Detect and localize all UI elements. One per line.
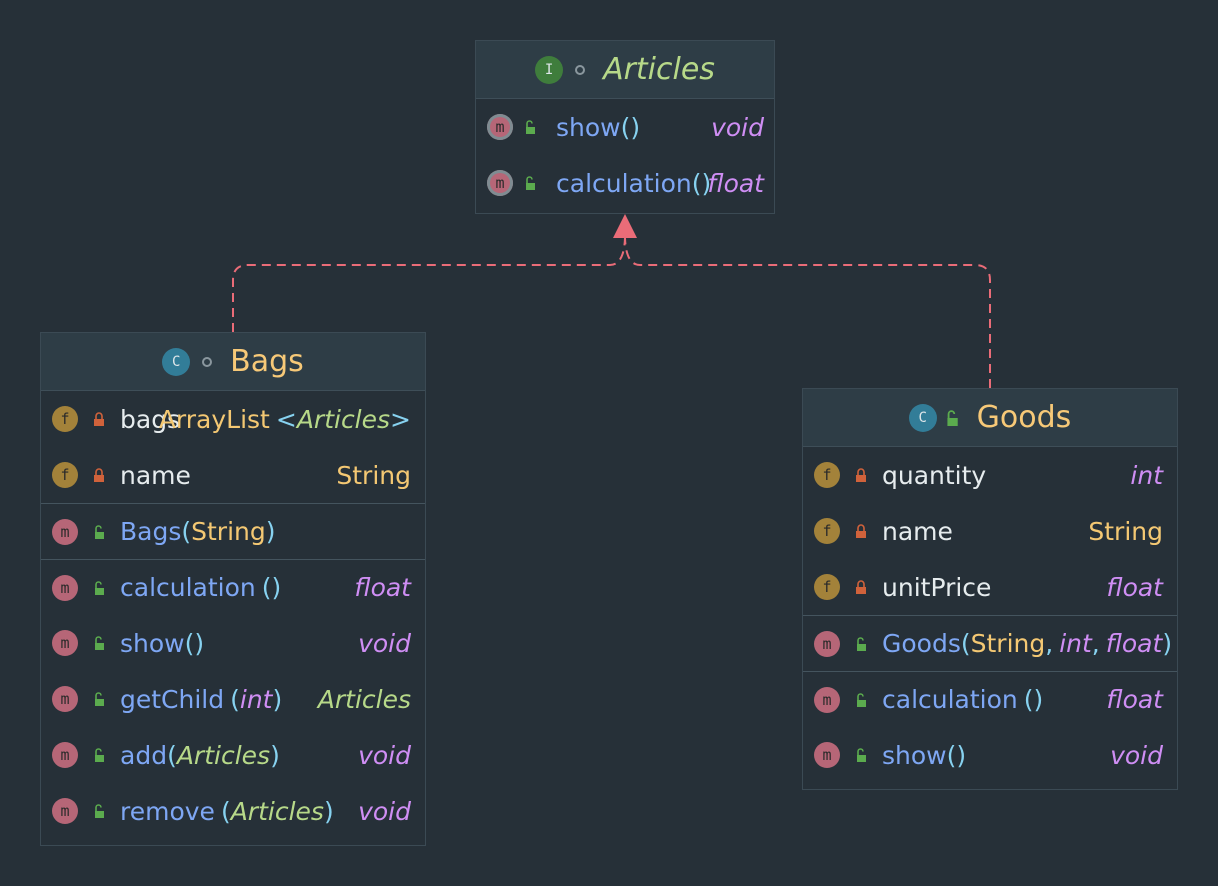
- field-name: unitPrice: [882, 572, 992, 602]
- goods-header: C Goods: [803, 389, 1177, 447]
- goods-field-name[interactable]: f name String: [803, 503, 1177, 559]
- field-icon: f: [814, 574, 840, 600]
- goods-class-box[interactable]: C Goods f quantity int f name String f u…: [802, 388, 1178, 790]
- private-lock-icon: [856, 524, 866, 538]
- bags-method-show[interactable]: m show() void: [41, 615, 425, 671]
- method-name: calculation(): [882, 685, 1044, 714]
- field-type: String: [1088, 516, 1163, 546]
- return-type: void: [358, 796, 411, 826]
- goods-method-show[interactable]: m show() void: [803, 727, 1177, 783]
- bags-field-name[interactable]: f name String: [41, 447, 425, 503]
- field-name: name: [882, 516, 953, 546]
- abstract-method-icon: m: [487, 170, 513, 196]
- public-unlock-icon: [526, 120, 535, 134]
- goods-realization-edge: [624, 237, 991, 388]
- bags-constructor[interactable]: m Bags(String): [41, 503, 425, 559]
- public-unlock-icon: [95, 692, 104, 706]
- public-unlock-icon: [95, 748, 104, 762]
- articles-method-calculation[interactable]: m calculation() float: [476, 155, 774, 211]
- realization-arrowhead: [613, 214, 637, 238]
- method-icon: m: [52, 798, 78, 824]
- class-icon: C: [908, 403, 937, 432]
- private-lock-icon: [856, 580, 866, 594]
- private-lock-icon: [94, 468, 104, 482]
- goods-constructor[interactable]: m Goods(String,int,float): [803, 615, 1177, 671]
- public-unlock-icon: [95, 524, 104, 539]
- bags-field-bags[interactable]: f bags ArrayList<Articles>: [41, 391, 425, 447]
- public-unlock-icon: [95, 804, 104, 818]
- goods-field-quantity[interactable]: f quantity int: [803, 447, 1177, 503]
- field-name: bags: [120, 404, 181, 434]
- private-lock-icon: [856, 468, 866, 482]
- bags-method-add[interactable]: m add(Articles) void: [41, 727, 425, 783]
- public-unlock-icon: [95, 636, 104, 650]
- return-type: void: [358, 740, 411, 770]
- method-name: show(): [882, 740, 967, 770]
- articles-title: Articles: [603, 52, 715, 87]
- field-icon: f: [52, 406, 78, 432]
- public-unlock-icon: [857, 748, 866, 762]
- bags-method-remove[interactable]: m remove(Articles) void: [41, 783, 425, 839]
- return-type: float: [354, 573, 411, 602]
- method-name: calculation(): [556, 168, 712, 198]
- method-icon: m: [52, 630, 78, 656]
- bags-method-calculation[interactable]: m calculation() float: [41, 559, 425, 615]
- field-name: name: [120, 460, 191, 490]
- articles-header: I Articles: [476, 41, 774, 99]
- method-name: add(Articles): [120, 740, 280, 770]
- method-name: calculation(): [120, 573, 282, 602]
- method-icon: m: [52, 686, 78, 712]
- return-type: void: [711, 112, 764, 142]
- return-type: float: [707, 168, 764, 198]
- method-icon: m: [814, 630, 840, 657]
- interface-icon: I: [535, 55, 564, 84]
- method-name: show(): [120, 628, 205, 658]
- constructor-signature: Bags(String): [120, 517, 276, 546]
- field-type: int: [1130, 460, 1163, 490]
- field-icon: f: [52, 462, 78, 488]
- method-name: getChild(int): [120, 684, 283, 714]
- method-name: remove(Articles): [120, 796, 334, 826]
- return-type: void: [358, 628, 411, 658]
- method-name: show(): [556, 112, 641, 142]
- public-unlock-icon: [947, 409, 958, 426]
- public-unlock-icon: [857, 636, 866, 651]
- field-name: quantity: [882, 460, 987, 490]
- private-lock-icon: [94, 412, 104, 426]
- goods-field-unitprice[interactable]: f unitPrice float: [803, 559, 1177, 615]
- bags-header: C Bags: [41, 333, 425, 391]
- goods-method-calculation[interactable]: m calculation() float: [803, 671, 1177, 727]
- bags-method-getchild[interactable]: m getChild(int) Articles: [41, 671, 425, 727]
- method-icon: m: [814, 686, 840, 713]
- method-icon: m: [52, 518, 78, 545]
- public-unlock-icon: [95, 580, 104, 595]
- bags-realization-edge: [232, 237, 626, 332]
- method-icon: m: [814, 742, 840, 768]
- field-type: String: [336, 460, 411, 490]
- field-icon: f: [814, 518, 840, 544]
- bags-class-box[interactable]: C Bags f bags ArrayList<Articles> f name…: [40, 332, 426, 846]
- field-type: float: [1106, 572, 1163, 602]
- constructor-signature: Goods(String,int,float): [882, 629, 1173, 658]
- package-visibility-icon: [202, 356, 213, 367]
- field-type: ArrayList<Articles>: [158, 404, 411, 434]
- articles-interface-box[interactable]: I Articles m show() void m calculation()…: [475, 40, 775, 214]
- public-unlock-icon: [857, 692, 866, 707]
- articles-method-show[interactable]: m show() void: [476, 99, 774, 155]
- goods-title: Goods: [976, 400, 1072, 435]
- bags-title: Bags: [230, 344, 304, 379]
- class-icon: C: [162, 347, 191, 376]
- return-type: float: [1106, 685, 1163, 714]
- method-icon: m: [52, 574, 78, 601]
- return-type: void: [1110, 740, 1163, 770]
- method-icon: m: [52, 742, 78, 768]
- field-icon: f: [814, 462, 840, 488]
- abstract-method-icon: m: [487, 114, 513, 140]
- package-visibility-icon: [575, 64, 586, 75]
- return-type: Articles: [317, 684, 411, 714]
- public-unlock-icon: [526, 176, 535, 190]
